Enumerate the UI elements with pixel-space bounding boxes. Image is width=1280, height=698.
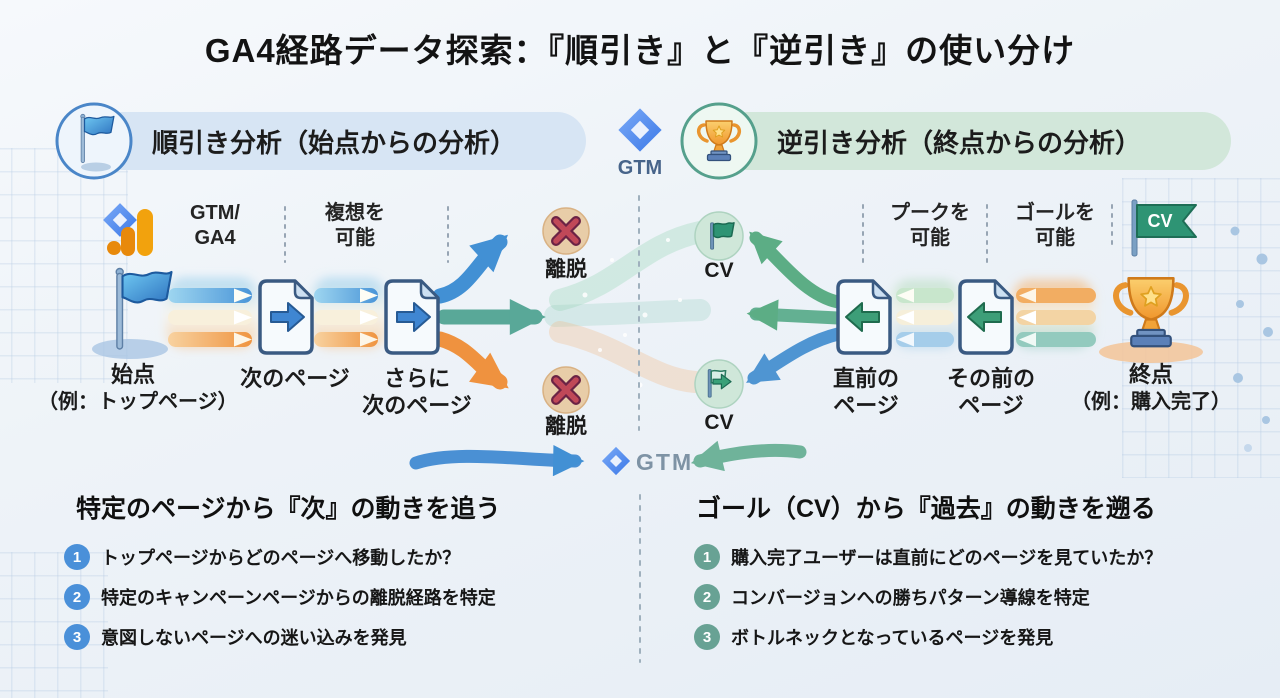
forward-section-label: 順引き分析（始点からの分析） <box>152 127 517 158</box>
forward-item-1: 1 トップページからどのページへ移動したか？ <box>64 544 460 570</box>
forward-item-1-text: トップページからどのページへ移動したか？ <box>101 548 461 568</box>
start-label: 始点 <box>110 362 155 387</box>
forward-branch-arrows <box>432 234 546 390</box>
backward-item-3: 3 ボトルネックとなっているページを発見 <box>694 624 1053 650</box>
forward-summary-heading: 特定のページから『次』の動きを追う <box>76 495 501 523</box>
backward-section-badge: 逆引き分析（終点からの分析） <box>719 112 1231 170</box>
cv-bottom-label: CV <box>704 411 734 434</box>
cv-node-bottom <box>694 359 744 409</box>
forward-beams-1 <box>168 288 252 347</box>
annotation-forward-2: 複想を 可能 <box>325 202 385 249</box>
gtm-logo-bottom <box>601 446 631 476</box>
backward-branch-arrows <box>746 231 845 385</box>
cv-node-top <box>694 211 744 261</box>
backward-item-2-number: 2 <box>694 584 720 610</box>
page-previous-label: 直前の ページ <box>832 366 899 418</box>
page-further-label: さらに 次のページ <box>362 366 472 418</box>
page-previous-icon <box>836 279 892 355</box>
backward-item-1-number: 1 <box>694 544 720 570</box>
end-label: 終点 <box>1128 362 1173 387</box>
backward-beams-2 <box>1016 288 1096 347</box>
forward-item-3: 3 意図しないページへの迷い込みを発見 <box>64 624 407 650</box>
backward-item-1: 1 購入完了ユーザーは直前にどのページを見ていたか？ <box>694 544 1162 570</box>
annotation-backward-1: プークを 可能 <box>890 202 970 249</box>
forward-item-2-number: 2 <box>64 584 90 610</box>
start-sublabel: （例：トップページ） <box>38 391 238 413</box>
forward-item-2: 2 特定のキャンペーンページからの離脱経路を特定 <box>64 584 496 610</box>
forward-item-1-number: 1 <box>64 544 90 570</box>
cv-top-label: CV <box>704 259 734 282</box>
backward-beams-1 <box>896 288 954 347</box>
exit-top-label: 離脱 <box>545 258 587 281</box>
backward-item-3-text: ボトルネックとなっているページを発見 <box>731 628 1054 648</box>
beam-glows <box>166 278 1094 348</box>
gtm-top-label: GTM <box>617 157 663 179</box>
background-grid-bottom-left <box>0 552 108 698</box>
backward-item-2-text: コンバージョンへの勝ちパターン導線を特定 <box>731 588 1090 608</box>
bottom-gtm-arrows <box>409 440 807 477</box>
forward-section-badge: 順引き分析（始点からの分析） <box>94 112 586 170</box>
forward-item-3-text: 意図しないページへの迷い込みを発見 <box>101 628 407 648</box>
page-before-previous-label: その前の ページ <box>946 366 1035 418</box>
forward-item-3-number: 3 <box>64 624 90 650</box>
gtm-bottom-label: GTM <box>636 449 694 475</box>
annotation-backward-2: ゴールを 可能 <box>1015 202 1095 249</box>
cv-goal-flag-label: CV <box>1147 211 1173 231</box>
backward-summary-heading: ゴール（CV）から『過去』の動きを遡る <box>696 495 1156 523</box>
forward-beams-2 <box>314 288 378 347</box>
gtm-logo-top <box>618 108 662 152</box>
page-title: GA4経路データ探索：『順引き』と『逆引き』の使い分け <box>204 32 1076 69</box>
backward-item-2: 2 コンバージョンへの勝ちパターン導線を特定 <box>694 584 1090 610</box>
page-next-label: 次のページ <box>240 366 350 391</box>
exit-node-top <box>542 207 590 255</box>
page-further-icon <box>384 279 440 355</box>
page-next-icon <box>258 279 314 355</box>
exit-bottom-label: 離脱 <box>545 415 587 438</box>
end-sublabel: （例：購入完了） <box>1071 391 1231 413</box>
background-grid-left <box>0 148 128 383</box>
forward-item-2-text: 特定のキャンペーンページからの離脱経路を特定 <box>101 588 496 608</box>
backward-section-label: 逆引き分析（終点からの分析） <box>777 127 1142 158</box>
backward-item-3-number: 3 <box>694 624 720 650</box>
sparkles <box>582 238 682 388</box>
exit-node-bottom <box>542 366 590 414</box>
center-fade-beams <box>544 221 711 393</box>
backward-item-1-text: 購入完了ユーザーは直前にどのページを見ていたか？ <box>731 548 1163 568</box>
dashed-guides <box>284 204 1113 263</box>
page-before-previous-icon <box>958 279 1014 355</box>
annotation-gtm-ga4: GTM/ GA4 <box>190 202 240 249</box>
